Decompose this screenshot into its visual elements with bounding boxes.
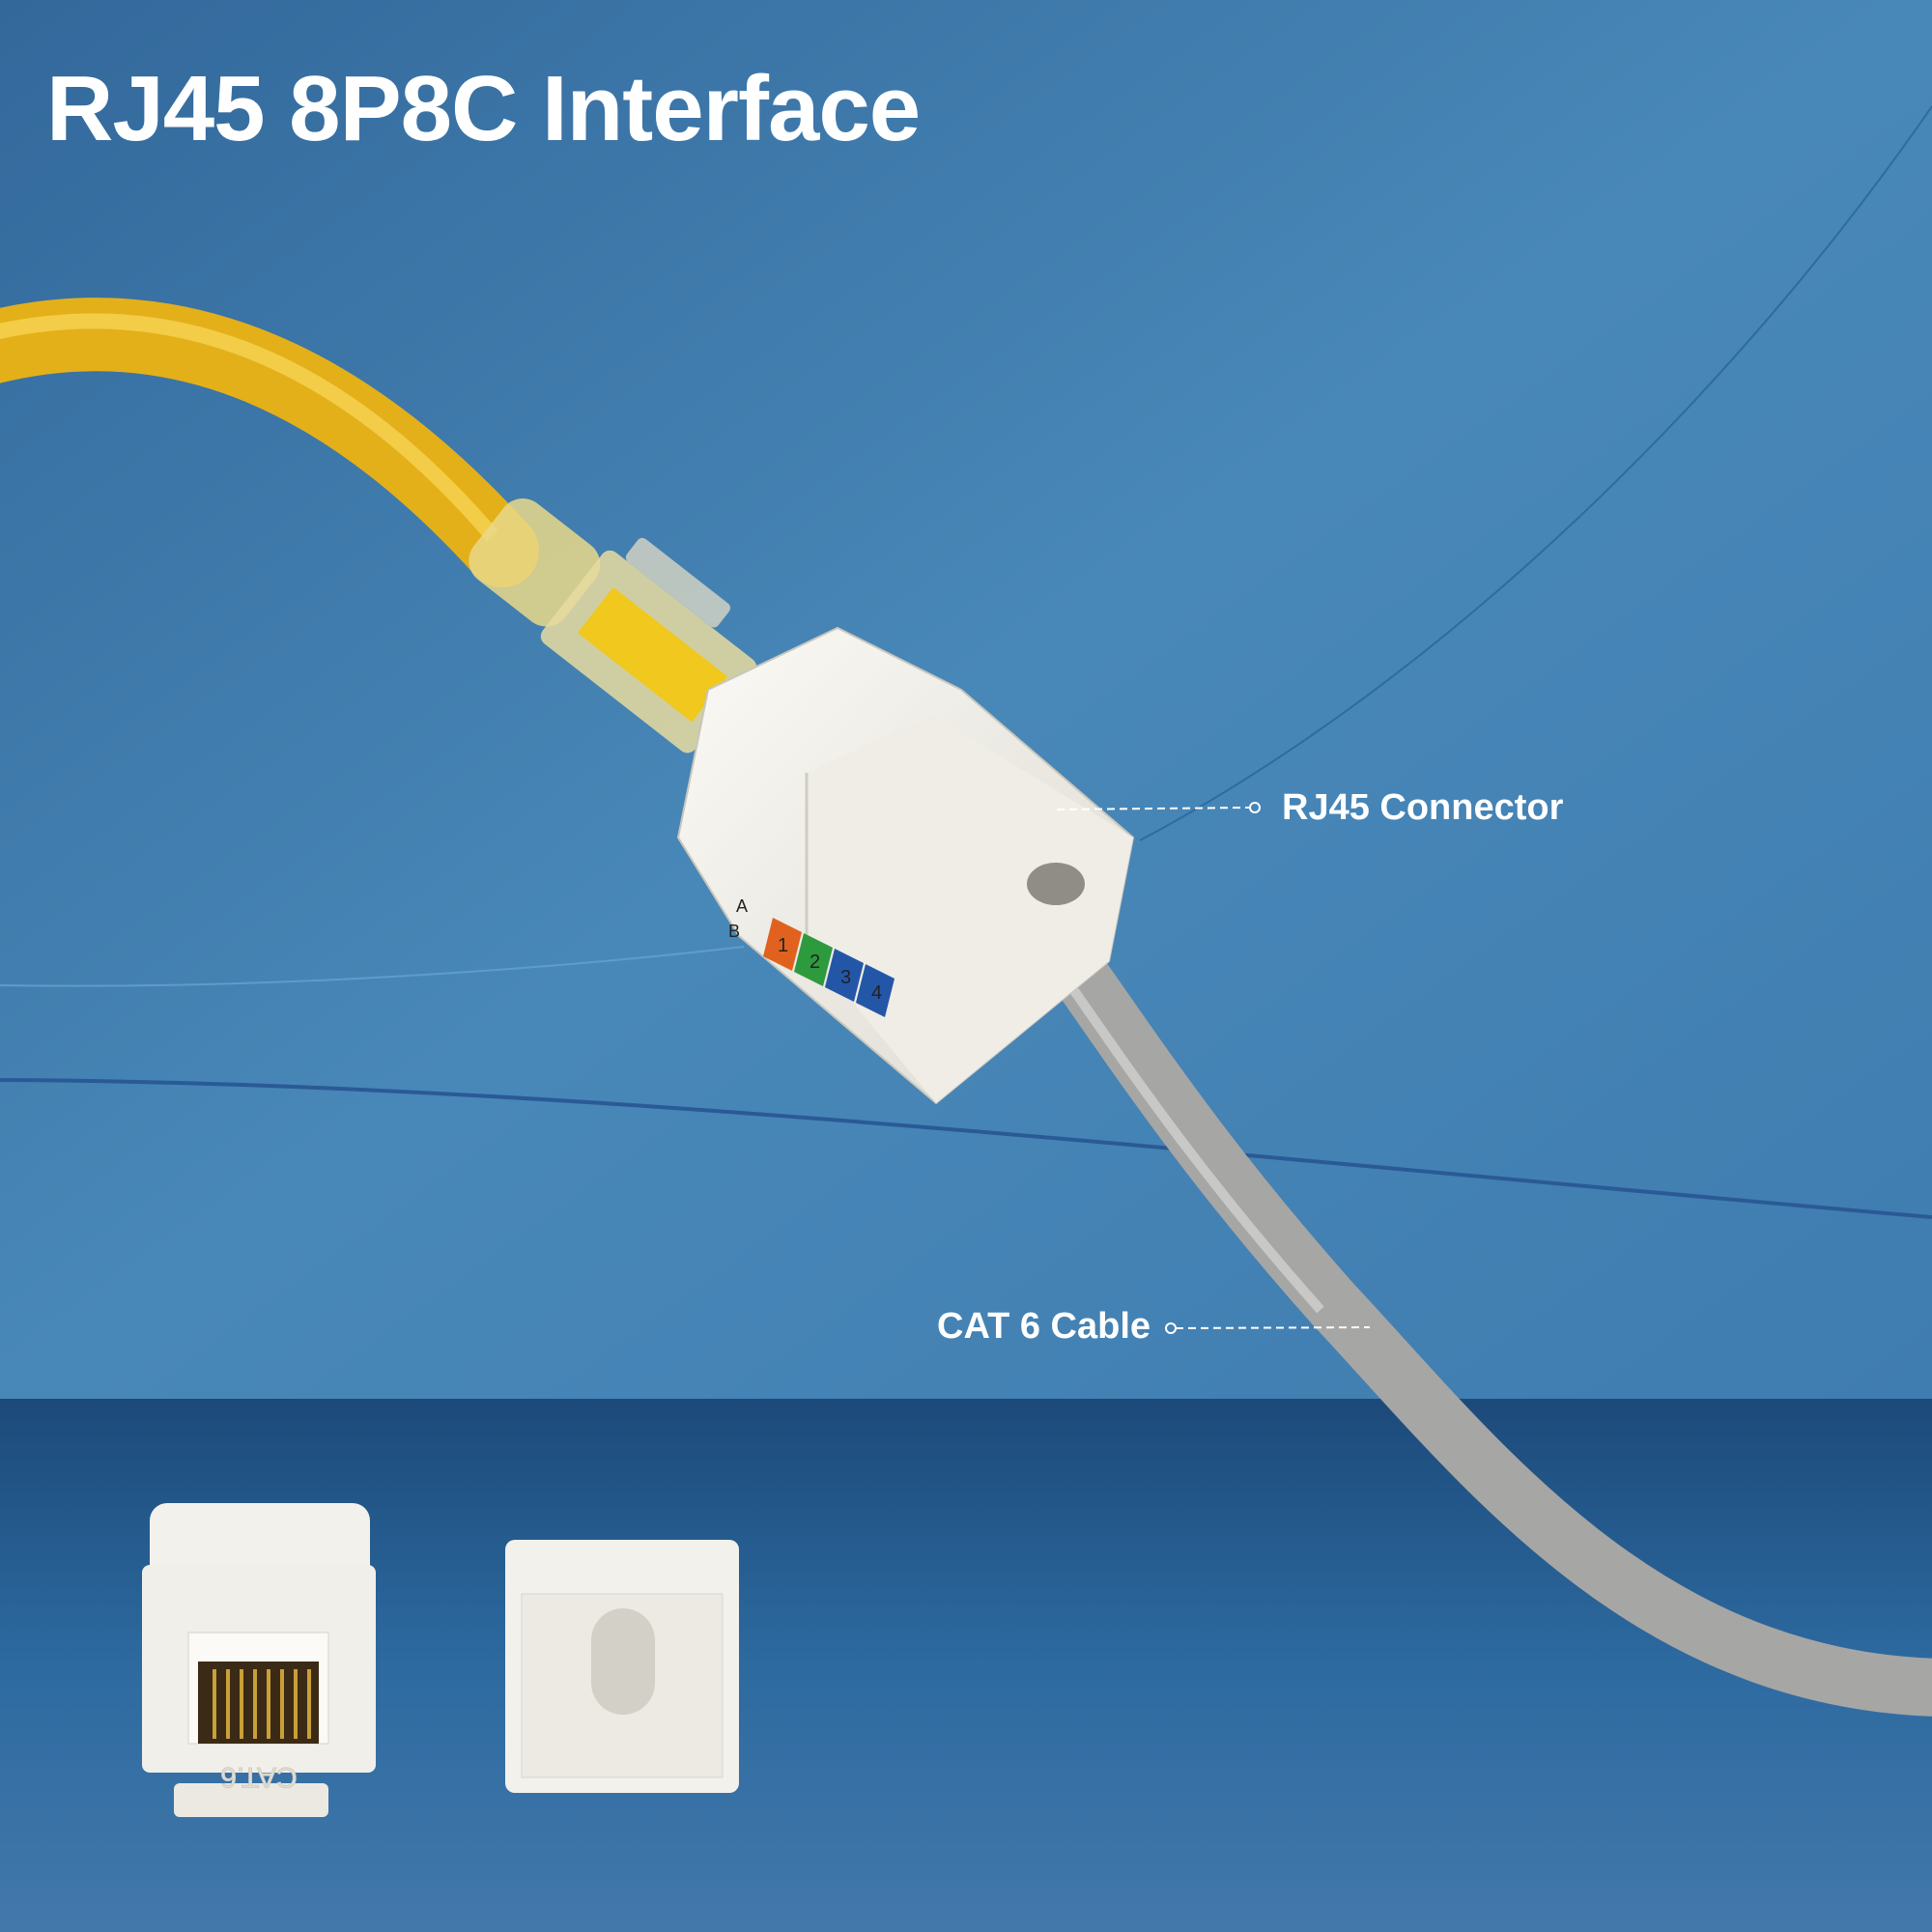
- cable-callout-dot: [1165, 1322, 1177, 1334]
- connector-callout-line: [1056, 807, 1251, 810]
- pin-color-label: 1 2 3 4 A B: [728, 896, 895, 1017]
- background-curve: [0, 946, 745, 987]
- pin-label: 3: [840, 967, 851, 988]
- cable-callout-line: [1175, 1326, 1371, 1329]
- rj45-connector-label: RJ45 Connector: [1282, 787, 1564, 828]
- patch-cable-highlight: [0, 313, 499, 542]
- page-title: RJ45 8P8C Interface: [46, 57, 921, 160]
- pin-label: 1: [778, 935, 788, 956]
- keystone-front-view: CAT.6: [142, 1503, 376, 1817]
- cat6-cable: [1006, 883, 1932, 1717]
- background-curve: [0, 1078, 1932, 1219]
- cat6-cable-label: CAT 6 Cable: [937, 1306, 1151, 1347]
- row-label: B: [728, 922, 740, 941]
- cat6-embossed-text: CAT.6: [220, 1761, 297, 1793]
- contact-pins: [213, 1669, 311, 1739]
- row-label: A: [736, 896, 748, 916]
- rj45-plug: [469, 498, 757, 753]
- connector-callout-dot: [1249, 802, 1261, 813]
- pin-label: 4: [871, 982, 882, 1004]
- background-curve: [1139, 105, 1932, 841]
- pin-label: 2: [810, 952, 820, 973]
- keystone-jack: 1 2 3 4 A B: [676, 626, 1135, 1105]
- keystone-back-view: [505, 1540, 739, 1793]
